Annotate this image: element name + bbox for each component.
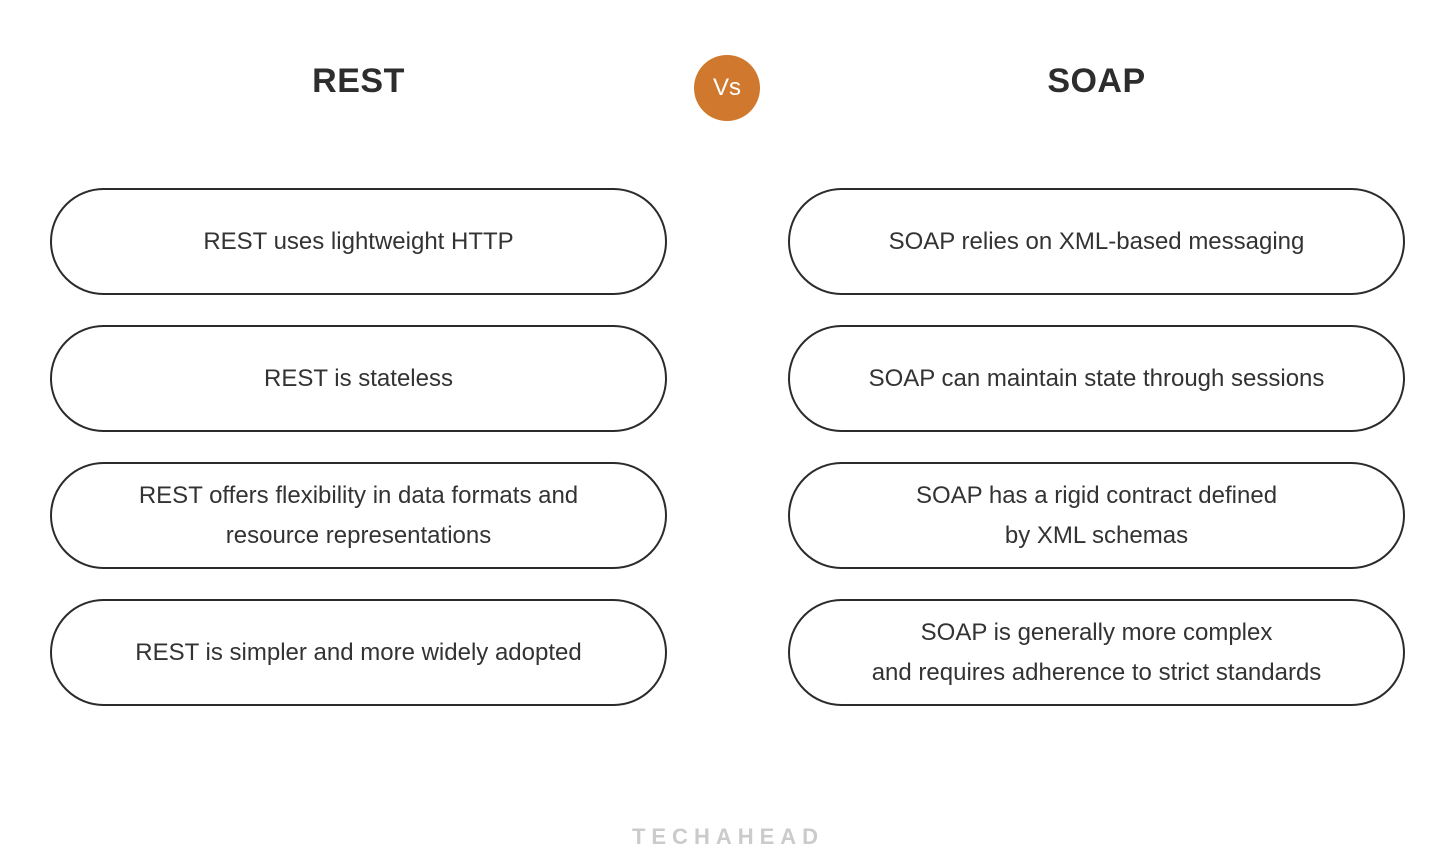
rest-pill-1: REST uses lightweight HTTP: [50, 188, 667, 295]
rest-pill-4-label: REST is simpler and more widely adopted: [135, 638, 582, 666]
soap-column: SOAP relies on XML-based messaging SOAP …: [788, 188, 1405, 706]
rest-pill-3: REST offers flexibility in data formats …: [50, 462, 667, 569]
rest-pill-3-label: REST offers flexibility in data formats …: [138, 481, 579, 549]
rest-pill-2: REST is stateless: [50, 325, 667, 432]
rest-pill-4: REST is simpler and more widely adopted: [50, 599, 667, 706]
rest-pill-1-label: REST uses lightweight HTTP: [203, 227, 514, 255]
soap-pill-2: SOAP can maintain state through sessions: [788, 325, 1405, 432]
techahead-watermark: TECHAHEAD: [631, 824, 825, 849]
soap-pill-3-label: SOAP has a rigid contract defined by XML…: [915, 481, 1278, 549]
soap-pill-4-label: SOAP is generally more complex and requi…: [871, 618, 1322, 686]
rest-column-title: REST: [312, 62, 405, 100]
soap-pill-1: SOAP relies on XML-based messaging: [788, 188, 1405, 295]
soap-pill-3: SOAP has a rigid contract defined by XML…: [788, 462, 1405, 569]
soap-pill-2-label: SOAP can maintain state through sessions: [868, 364, 1325, 392]
rest-pill-2-label: REST is stateless: [264, 364, 453, 392]
rest-column: REST uses lightweight HTTP REST is state…: [50, 188, 667, 706]
vs-badge: Vs: [694, 55, 760, 121]
soap-pill-4: SOAP is generally more complex and requi…: [788, 599, 1405, 706]
soap-pill-1-label: SOAP relies on XML-based messaging: [888, 227, 1305, 255]
soap-column-title: SOAP: [1047, 62, 1146, 100]
